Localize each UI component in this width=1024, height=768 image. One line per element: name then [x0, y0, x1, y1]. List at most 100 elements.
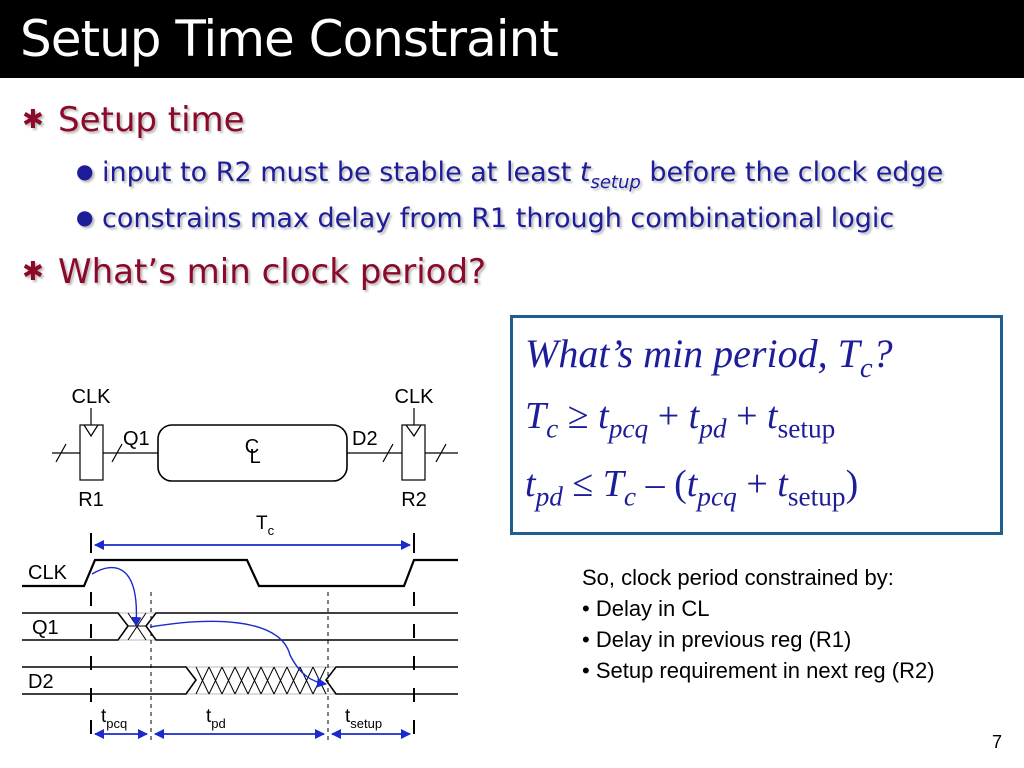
subbullet-text-pre: input to R2 must be stable at least: [102, 157, 580, 188]
bus-slash-mark: [111, 443, 123, 463]
hatch-line: [234, 666, 249, 695]
notes-heading: So, clock period constrained by:: [582, 565, 894, 590]
equation-question: What’s min period, Tc?: [525, 330, 893, 385]
notes-item: • Delay in previous reg (R1): [582, 627, 852, 652]
hatch-line: [195, 666, 210, 695]
eq-symbol: t: [525, 463, 536, 505]
eq-operator: +: [736, 463, 778, 505]
subbullet-stable-input: ● input to R2 must be stable at least tse…: [76, 154, 943, 200]
asterisk-bullet-icon: ✱: [22, 105, 44, 135]
circuit-labels: CLK CLK Q1 D2 C L R1 R2: [72, 386, 435, 511]
eq-symbol: t: [598, 395, 609, 437]
title-bar: Setup Time Constraint: [0, 0, 1024, 78]
d2-waveform-left: [22, 666, 197, 695]
tpcq-label: tpcq: [101, 706, 127, 731]
hatch-line: [221, 666, 236, 695]
tpcq-sub: pcq: [106, 716, 127, 731]
d2-invalid-region: [195, 666, 327, 695]
r1-clock-triangle: [83, 424, 99, 438]
tpd-label: tpd: [206, 706, 226, 731]
t-setup-symbol: t: [579, 157, 591, 188]
eq-operator: +: [648, 395, 689, 437]
question-mark: ?: [872, 331, 893, 376]
bullet-text: Setup time: [58, 100, 245, 140]
dot-bullet-icon: ●: [76, 159, 94, 183]
hatch-line: [208, 666, 223, 695]
eq-operator: – (: [636, 463, 687, 505]
tsetup-label: tsetup: [345, 706, 382, 731]
tsetup-sub: setup: [350, 716, 382, 731]
notes-item: • Delay in CL: [582, 596, 710, 621]
bullet-min-clock-period: ✱ What’s min clock period?: [22, 252, 486, 292]
subbullet-text: constrains max delay from R1 through com…: [102, 203, 895, 234]
equation-tc-inequality: Tc ≥ tpcq + tpd + tsetup: [525, 394, 835, 445]
eq-symbol: T: [602, 463, 624, 505]
r2-label: R2: [401, 489, 427, 511]
tsetup-main: t: [345, 706, 351, 727]
combinational-logic-block: [157, 424, 348, 482]
tpd-main: t: [206, 706, 212, 727]
bullet-setup-time: ✱ Setup time: [22, 100, 245, 140]
r1-label: R1: [78, 489, 104, 511]
tpcq-main: t: [101, 706, 107, 727]
question-subscript: c: [859, 352, 873, 385]
timing-diagram: [22, 533, 458, 740]
dot-bullet-icon: ●: [76, 205, 94, 229]
bus-slash-mark: [435, 443, 447, 463]
d2-waveform-right: [325, 666, 458, 695]
constraint-notes: So, clock period constrained by: • Delay…: [582, 562, 935, 686]
subbullet-text-post: before the clock edge: [640, 157, 944, 188]
tpd-sub: pd: [211, 716, 225, 731]
eq-subscript: c: [546, 413, 559, 444]
bus-slash-mark: [382, 443, 394, 463]
eq-symbol: T: [525, 395, 547, 437]
tc-sub: c: [268, 523, 275, 538]
hatch-line: [273, 666, 288, 695]
register-r1: [79, 424, 104, 481]
tc-main: T: [256, 513, 268, 534]
slide-title: Setup Time Constraint: [20, 10, 559, 68]
tc-label: Tc: [256, 513, 275, 538]
t-setup-subscript: setup: [590, 172, 641, 193]
eq-subscript: setup: [787, 481, 846, 512]
clk-label-left: CLK: [72, 386, 112, 408]
equation-box: What’s min period, Tc? Tc ≥ tpcq + tpd +…: [510, 315, 1003, 535]
q1-to-d2-arrow: [149, 620, 327, 688]
eq-operator: ): [845, 463, 859, 505]
register-r2: [401, 424, 426, 481]
hatch-line: [260, 666, 275, 695]
timing-labels: Tc CLK Q1 D2 tpcq tpd tsetup: [28, 513, 382, 731]
q1-label: Q1: [123, 428, 150, 450]
notes-item: • Setup requirement in next reg (R2): [582, 658, 935, 683]
bullet-text: What’s min clock period?: [58, 252, 487, 292]
clk-to-q1-arrow: [91, 566, 142, 627]
eq-symbol: t: [767, 395, 778, 437]
eq-operator: +: [726, 395, 768, 437]
page-number: 7: [992, 732, 1003, 752]
hatch-line: [299, 666, 314, 695]
signal-label-clk: CLK: [28, 562, 68, 584]
eq-subscript: c: [623, 481, 637, 512]
eq-subscript: pcq: [697, 481, 737, 512]
eq-symbol: t: [777, 463, 788, 505]
clk-label-right: CLK: [395, 386, 435, 408]
d2-label: D2: [352, 428, 378, 450]
eq-operator: ≥: [558, 395, 599, 437]
clk-waveform: [22, 558, 458, 588]
eq-symbol: t: [688, 395, 700, 437]
bus-slash-mark: [55, 443, 67, 463]
eq-subscript: pd: [535, 481, 563, 512]
r2-clock-triangle: [405, 424, 422, 438]
question-text: What’s min period, T: [525, 331, 860, 376]
asterisk-bullet-icon: ✱: [22, 257, 44, 287]
q1-waveform-right: [145, 612, 458, 641]
eq-operator: ≤: [562, 463, 603, 505]
hatch-line: [286, 666, 301, 695]
hatch-line: [247, 666, 262, 695]
cl-label-l: L: [249, 446, 260, 468]
eq-subscript: setup: [777, 413, 836, 444]
eq-symbol: t: [686, 463, 698, 505]
signal-label-q1: Q1: [32, 617, 59, 639]
cl-label-c: C: [245, 436, 259, 458]
